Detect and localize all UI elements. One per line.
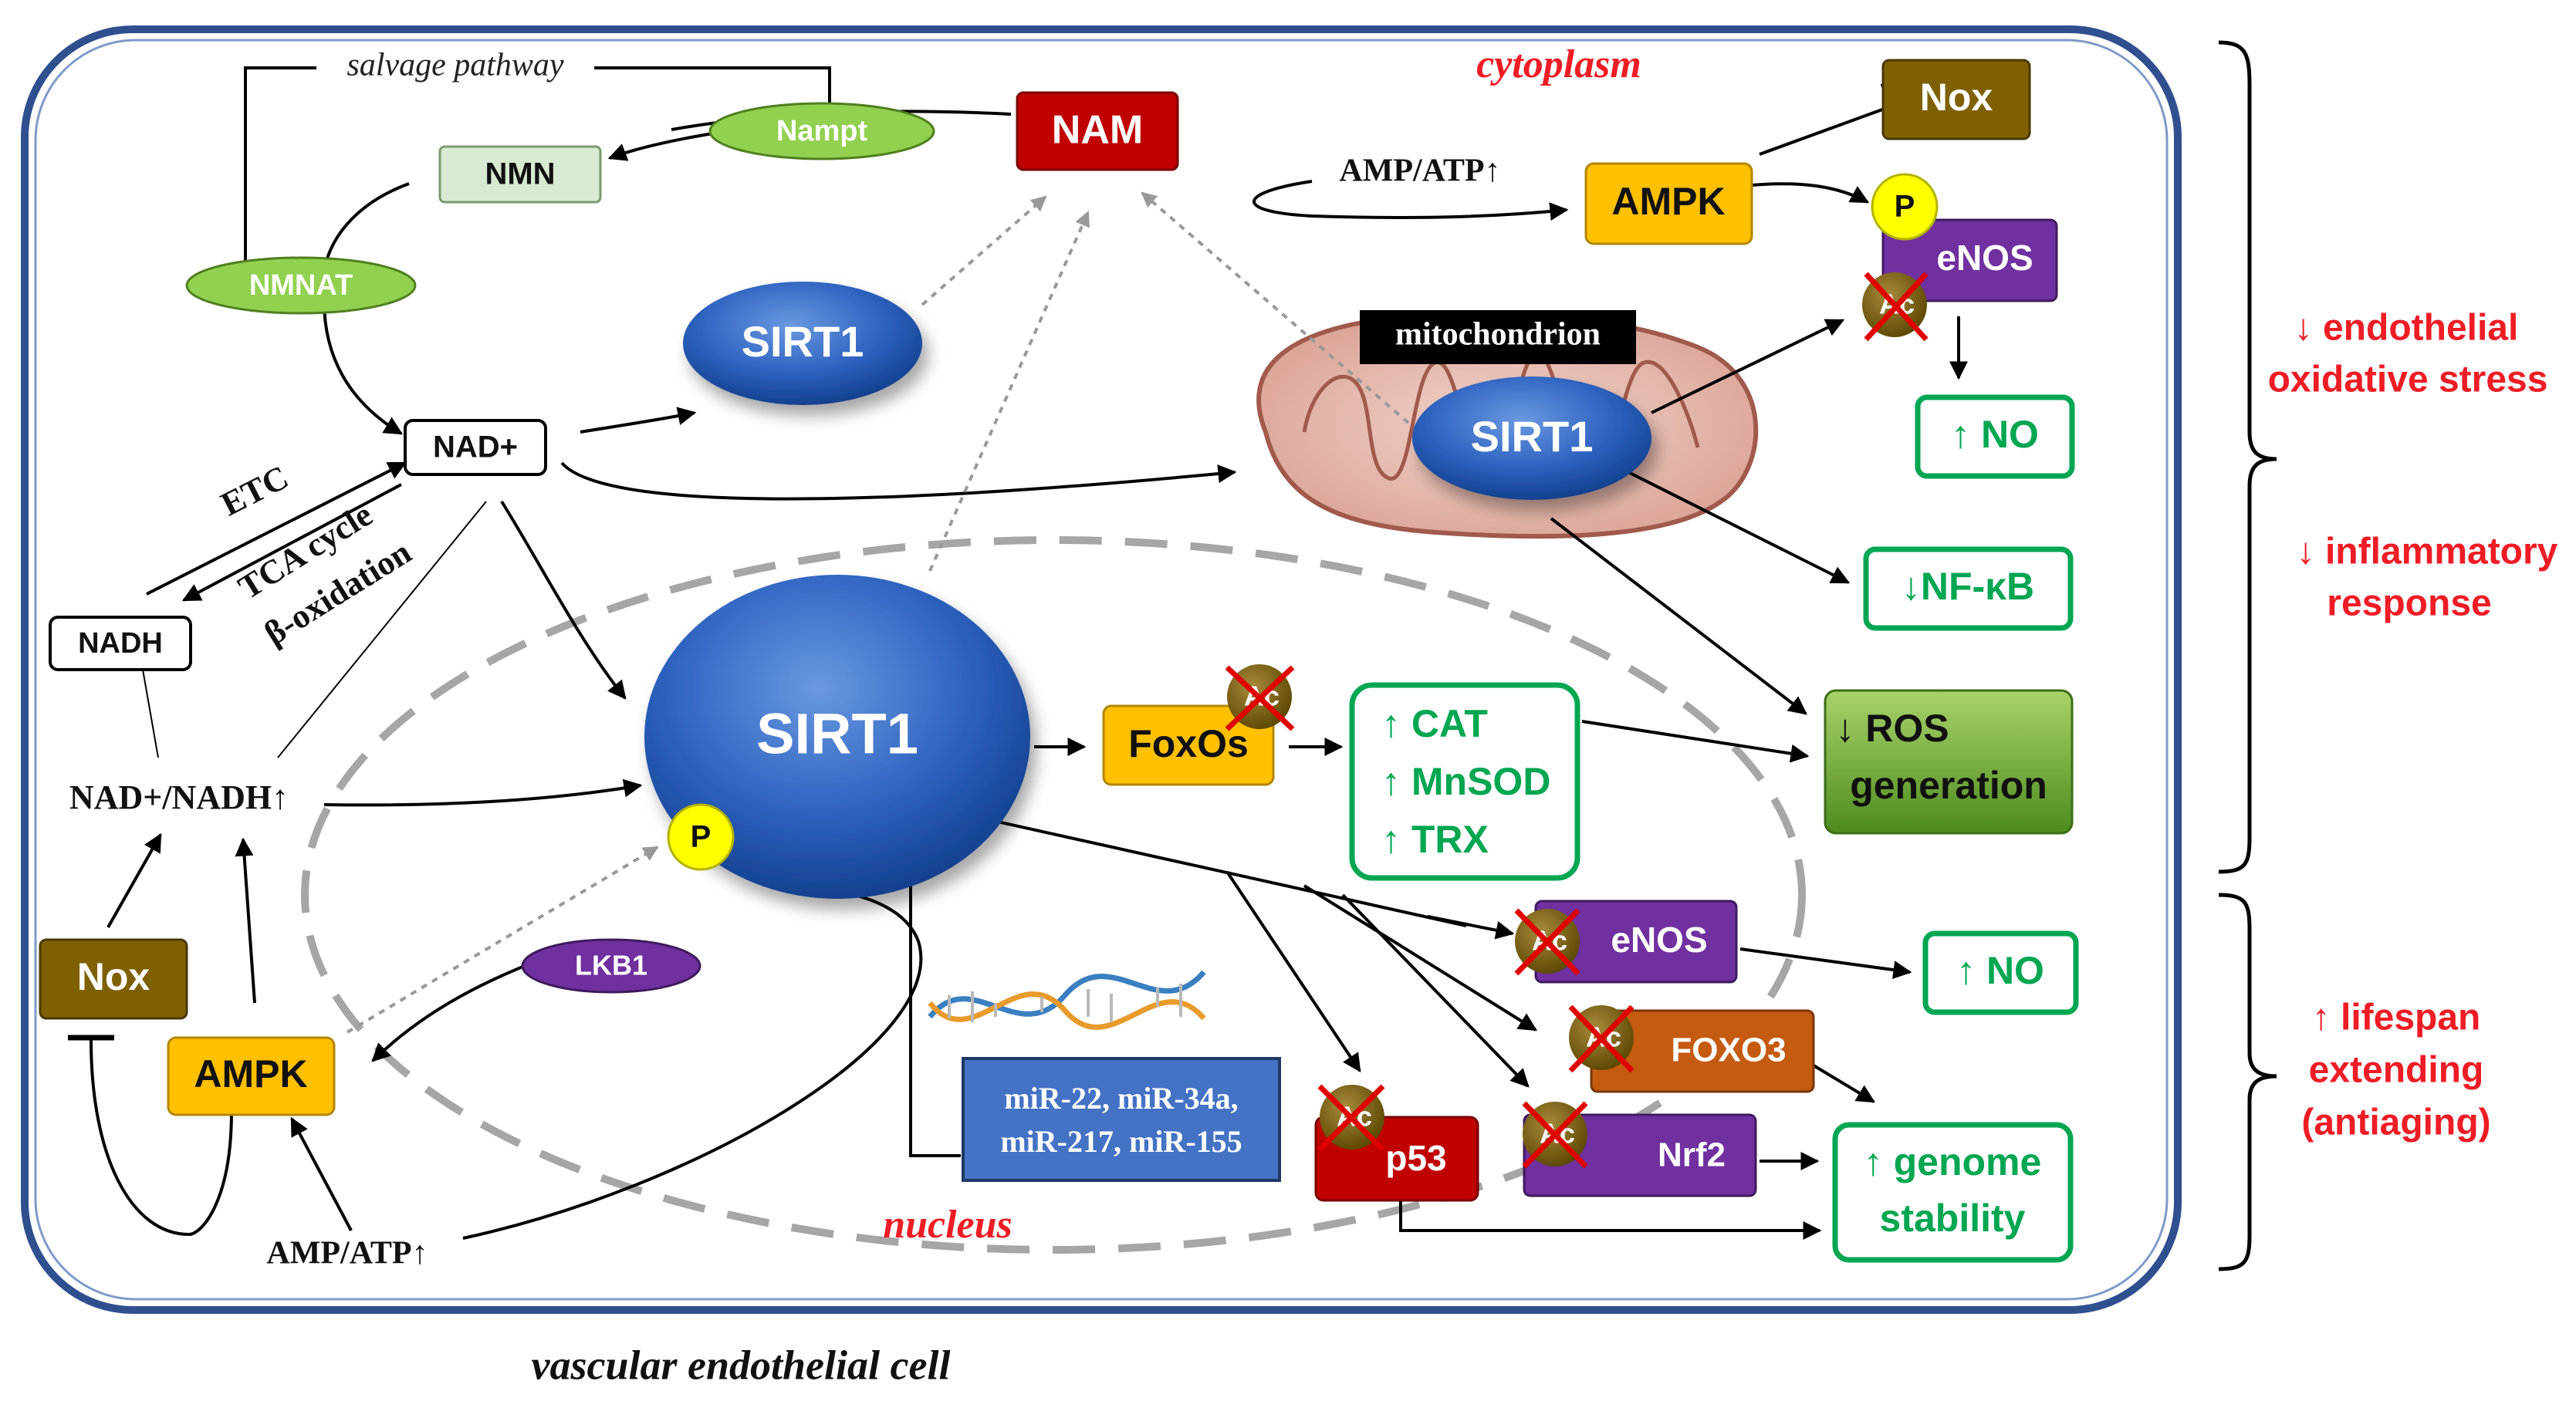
effect-inflammatory-line1: ↓ inflammatory — [2297, 532, 2558, 572]
nad-plus-label: NAD+ — [433, 430, 518, 464]
enos-top-box — [1881, 218, 2058, 302]
cell-caption: vascular endothelial cell — [532, 1342, 951, 1388]
foxos-acetyl-mark: Ac — [1225, 664, 1295, 731]
enos-nuclear-label: eNOS — [1611, 920, 1707, 960]
ros-label-line1: ↓ ROS — [1835, 707, 1949, 750]
nrf2-acetyl-mark: Ac — [1522, 1101, 1588, 1169]
nad-plus-box — [404, 419, 547, 476]
nam-box — [1016, 91, 1179, 171]
nucleus-label: nucleus — [883, 1203, 1012, 1247]
mitochondrion-label: mitochondrion — [1395, 317, 1601, 353]
no-bottom-box — [1922, 930, 2079, 1015]
ampk-top-box — [1584, 162, 1753, 245]
no-top-box — [1915, 394, 2075, 479]
nucleus-envelope — [301, 536, 1806, 1254]
nam-release-arrows — [346, 191, 1410, 1034]
nox-left-label: Nox — [77, 955, 150, 998]
effect-lifespan-line3: (antiaging) — [2301, 1102, 2490, 1143]
sirt1-nuclear: SIRT1 — [644, 575, 1030, 899]
nmnat-label: NMNAT — [249, 269, 353, 302]
nmn-label: NMN — [485, 157, 555, 191]
effect-inflammatory-line2: response — [2327, 583, 2491, 624]
p53-label: p53 — [1385, 1138, 1446, 1178]
cell-membrane — [21, 25, 2182, 1314]
sirt1-cytoplasm: SIRT1 — [683, 282, 922, 405]
effect-oxidative-line1: ↓ endothelial — [2294, 308, 2519, 349]
nampt-enzyme — [708, 102, 935, 160]
enos-nuclear-acetyl-mark: Ac — [1514, 908, 1580, 976]
mirna-line2: miR-217, miR-155 — [1000, 1124, 1242, 1159]
foxo3-acetyl-mark: Ac — [1568, 1004, 1635, 1073]
nox-top-label: Nox — [1920, 76, 1993, 119]
ampk-top-label: AMPK — [1611, 180, 1725, 223]
mnsod-label: ↑ MnSOD — [1381, 760, 1550, 803]
amp-atp-bottom-label: AMP/ATP↑ — [266, 1236, 428, 1271]
genome-stability-box — [1832, 1122, 2074, 1263]
sirt1-phospho-mark — [667, 803, 735, 871]
ros-box — [1824, 689, 2074, 835]
lkb1-label: LKB1 — [575, 950, 647, 981]
effect-braces — [2218, 40, 2277, 1271]
no-bottom-label: ↑ NO — [1956, 949, 2044, 992]
nox-top-box — [1881, 59, 2031, 140]
mirna-box — [962, 1057, 1281, 1182]
nrf2-label: Nrf2 — [1658, 1136, 1726, 1174]
lkb1-enzyme — [521, 938, 701, 994]
ampk-left-label: AMPK — [194, 1052, 307, 1096]
salvage-pathway-label: salvage pathway — [347, 48, 563, 83]
cat-label: ↑ CAT — [1381, 702, 1488, 745]
genome-line1: ↑ genome — [1864, 1140, 2042, 1183]
nox-left-box — [39, 938, 188, 1020]
genome-line2: stability — [1880, 1197, 2026, 1240]
nfkb-box — [1863, 546, 2074, 631]
antioxidant-box — [1349, 682, 1580, 881]
foxo3-label: FOXO3 — [1671, 1031, 1786, 1069]
etc-label: ETC — [215, 458, 295, 524]
nampt-label: Nampt — [776, 115, 868, 147]
nad-ratio-label: NAD+/NADH↑ — [69, 778, 289, 816]
nfkb-label: ↓NF-κB — [1902, 565, 2034, 608]
enos-phospho-label: P — [1895, 190, 1915, 224]
nadh-box — [49, 616, 192, 671]
no-top-label: ↑ NO — [1951, 413, 2039, 456]
nadh-label: NADH — [78, 627, 163, 660]
cytoplasm-label: cytoplasm — [1476, 42, 1641, 86]
enos-top-label: eNOS — [1936, 238, 2033, 278]
sirt1-mito-label: SIRT1 — [1471, 412, 1594, 461]
sirt1-phospho-label: P — [691, 820, 712, 854]
ampk-left-box — [167, 1036, 336, 1116]
nmn-box — [438, 145, 602, 204]
sirt1-cytoplasm-label: SIRT1 — [742, 317, 864, 366]
effect-oxidative-line2: oxidative stress — [2268, 360, 2548, 400]
p53-acetyl-mark: Ac — [1317, 1084, 1385, 1152]
enos-top-acetyl-mark: Ac — [1862, 272, 1929, 342]
trx-label: ↑ TRX — [1381, 818, 1489, 861]
effect-lifespan-line1: ↑ lifespan — [2312, 998, 2481, 1038]
nmnat-enzyme — [185, 256, 417, 315]
amp-atp-top-label: AMP/ATP↑ — [1339, 154, 1500, 189]
dna-helix-icon — [928, 970, 1206, 1030]
sirt1-mitochondrion: SIRT1 — [1412, 376, 1651, 500]
nam-label: NAM — [1052, 108, 1143, 153]
mirna-line1: miR-22, miR-34a, — [1004, 1081, 1238, 1116]
effect-lifespan-line2: extending — [2309, 1050, 2484, 1091]
enos-phospho-mark — [1871, 173, 1939, 241]
sirt1-nuclear-label: SIRT1 — [756, 702, 918, 766]
ros-label-line2: generation — [1850, 764, 2047, 807]
